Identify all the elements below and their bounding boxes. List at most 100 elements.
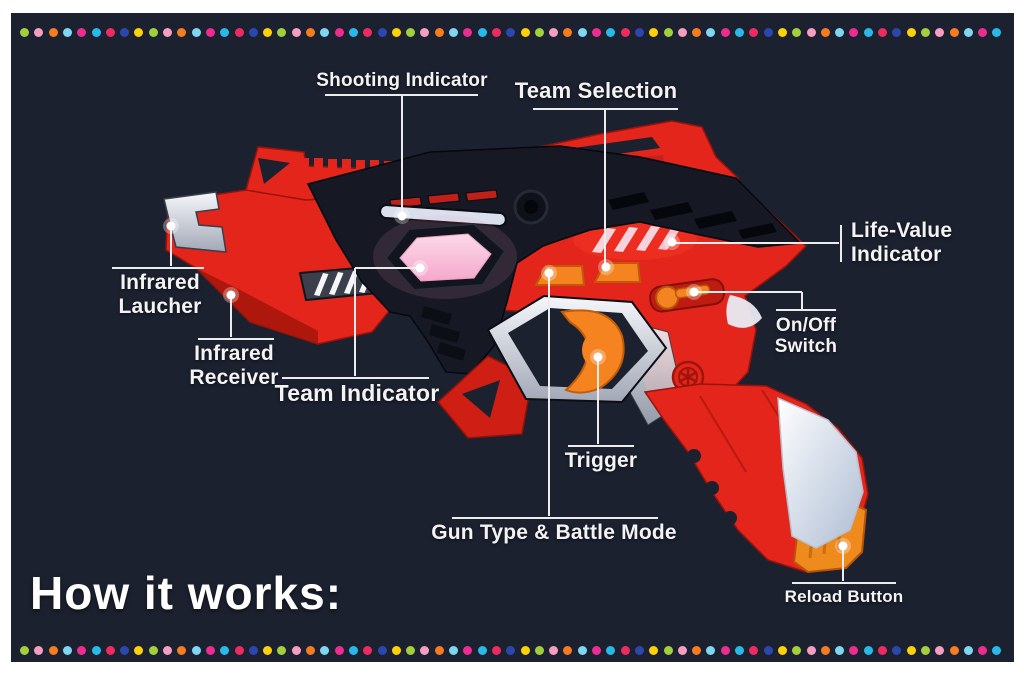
border-dot (248, 646, 258, 655)
border-dot (420, 28, 430, 37)
border-dot (134, 646, 144, 655)
border-dot (320, 28, 330, 37)
border-dot (935, 28, 945, 37)
border-dot (620, 646, 630, 655)
border-dot (348, 28, 358, 37)
border-dot (348, 646, 358, 655)
callout-dots (163, 208, 851, 554)
callout-lines (112, 94, 896, 584)
border-dot (549, 28, 559, 37)
border-dot (449, 28, 458, 37)
border-dot (720, 28, 730, 37)
border-dot (577, 646, 587, 655)
border-dot (963, 646, 973, 655)
border-dot (649, 28, 659, 37)
border-dot (62, 28, 72, 37)
border-dot (334, 646, 344, 655)
label-infrared-receiver: Infrared Receiver (189, 342, 279, 389)
page-title: How it works: (30, 567, 343, 619)
label-team-indicator: Team Indicator (274, 380, 440, 406)
rear-highlight (726, 295, 762, 328)
border-dot (749, 646, 759, 655)
border-dot (434, 646, 444, 655)
border-dot (978, 646, 988, 655)
shooting-indicator-bar (379, 204, 507, 227)
border-dot (263, 28, 273, 37)
label-gun-type-battle-mode: Gun Type & Battle Mode (431, 521, 677, 544)
border-dot (277, 28, 287, 37)
border-dot (363, 646, 373, 655)
trigger (560, 309, 625, 394)
border-dot (291, 646, 301, 655)
border-dot (77, 646, 87, 655)
border-dot (120, 28, 130, 37)
border-dot (191, 646, 201, 655)
label-trigger: Trigger (564, 449, 638, 472)
border-dot (563, 646, 573, 655)
border-dot (906, 646, 916, 655)
border-dot (20, 28, 29, 37)
border-dot (792, 28, 802, 37)
grip-shield-panel (777, 396, 864, 549)
border-dot (306, 28, 315, 37)
border-dot (935, 646, 945, 655)
border-dot (820, 646, 830, 655)
border-dot (177, 28, 187, 37)
border-dot (463, 28, 473, 37)
border-dot (735, 646, 744, 655)
border-dot (91, 28, 101, 37)
border-dot (663, 646, 673, 655)
border-dot (692, 28, 702, 37)
border-dot (134, 28, 144, 37)
border-dot (777, 28, 787, 37)
border-dot (320, 646, 330, 655)
border-dot (878, 646, 887, 655)
border-dot (120, 646, 130, 655)
label-shooting-indicator: Shooting Indicator (316, 70, 488, 91)
border-dot (963, 28, 973, 37)
border-dot (520, 28, 530, 37)
border-dot (506, 28, 516, 37)
black-cover (306, 145, 802, 375)
border-dot (420, 646, 430, 655)
border-dot (377, 646, 387, 655)
border-dot (949, 28, 959, 37)
blaster-body (163, 120, 869, 574)
border-dot (735, 28, 744, 37)
team-indicator-hexagon (384, 222, 507, 292)
border-dot (692, 646, 702, 655)
border-dot (334, 28, 344, 37)
border-dot (306, 646, 315, 655)
border-dot (77, 28, 87, 37)
border-dot (820, 28, 830, 37)
front-fin (436, 355, 533, 439)
border-dot (163, 28, 172, 37)
border-dot (105, 646, 115, 655)
border-dot (634, 28, 644, 37)
border-dot (91, 646, 101, 655)
border-dot (506, 646, 516, 655)
border-dot (849, 646, 859, 655)
border-dot (220, 646, 230, 655)
border-dot (363, 28, 373, 37)
border-dot (606, 28, 616, 37)
border-dot (177, 646, 187, 655)
border-dot (534, 28, 544, 37)
border-dot (406, 28, 416, 37)
border-dot (148, 646, 158, 655)
border-dot (463, 646, 473, 655)
border-dot (105, 28, 115, 37)
border-dot (677, 646, 687, 655)
border-dot (291, 28, 301, 37)
border-dot (434, 28, 444, 37)
border-dot (234, 28, 244, 37)
label-life-value-indicator: Life-Value Indicator (851, 219, 953, 266)
border-dot (391, 28, 401, 37)
callout-team-indicator (282, 267, 429, 379)
border-dot (920, 646, 930, 655)
border-dot (234, 646, 244, 655)
label-reload-button: Reload Button (784, 587, 904, 606)
border-dot (663, 28, 673, 37)
border-dot (491, 28, 501, 37)
callout-reload (792, 548, 896, 584)
